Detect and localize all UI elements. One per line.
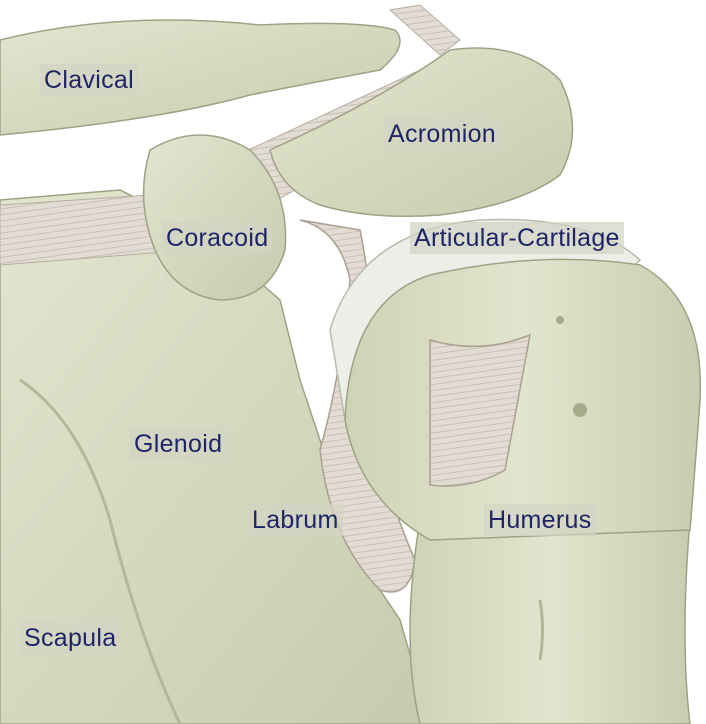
bone-mark <box>556 316 564 324</box>
label-acromion: Acromion <box>384 118 500 150</box>
humerus-shaft <box>410 520 690 724</box>
label-glenoid: Glenoid <box>130 428 226 460</box>
label-articular-cartilage: Articular-Cartilage <box>410 222 624 254</box>
bone-mark <box>573 403 587 417</box>
label-scapula: Scapula <box>20 622 120 654</box>
humerus-head <box>345 259 700 540</box>
label-humerus: Humerus <box>484 504 596 536</box>
ac-ligament <box>390 5 460 55</box>
label-coracoid: Coracoid <box>162 222 272 254</box>
label-labrum: Labrum <box>248 504 343 536</box>
label-clavical: Clavical <box>40 64 138 96</box>
